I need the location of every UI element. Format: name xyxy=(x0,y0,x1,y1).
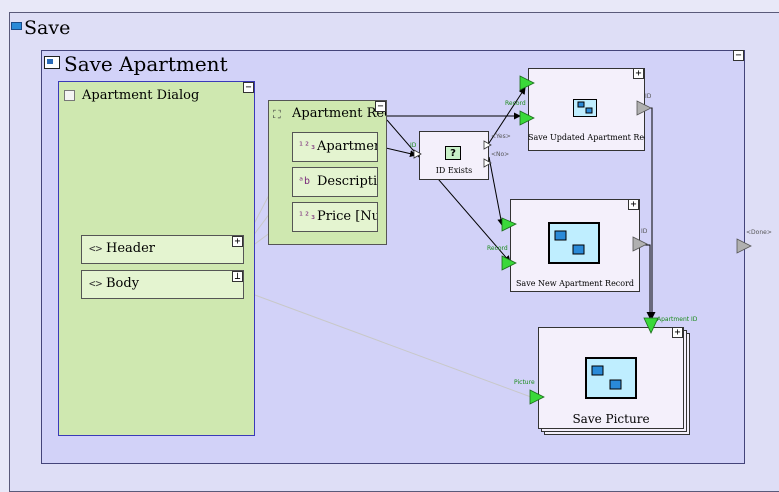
save-apartment-title: Save Apartment xyxy=(64,52,228,76)
decision-icon: ? xyxy=(445,146,461,160)
body-field[interactable]: <> Body xyxy=(81,270,244,299)
save-apartment-icon xyxy=(44,56,60,69)
dialog-icon xyxy=(64,90,75,101)
save-container-icon xyxy=(11,22,22,30)
wire-record-to-new xyxy=(386,119,511,263)
record-collapse-button[interactable]: − xyxy=(375,101,386,112)
done-port[interactable] xyxy=(736,238,752,254)
new-trigger-port[interactable] xyxy=(501,217,517,232)
no-out-port[interactable] xyxy=(483,158,492,168)
body-label: Body xyxy=(106,276,140,291)
save-updated-expand-button[interactable]: + xyxy=(633,68,644,79)
id-exists-label: ID Exists xyxy=(435,166,473,175)
apartment-id-in-port[interactable] xyxy=(643,317,659,334)
done-port-label: <Done> xyxy=(746,229,772,236)
id-exists-in-port-label: ID xyxy=(410,142,417,149)
id-exists-in-port[interactable] xyxy=(413,149,422,159)
update-record-port[interactable] xyxy=(519,110,535,126)
save-picture-in-port-label: Picture xyxy=(514,379,535,386)
record-field-price[interactable]: ¹²₃ Price [Number] xyxy=(292,202,378,232)
save-new-out-port-label: ID xyxy=(641,228,648,235)
update-trigger-port[interactable] xyxy=(519,75,535,91)
save-picture-label: Save Picture xyxy=(572,412,650,426)
save-updated-out-port-label: ID xyxy=(645,93,652,100)
header-expand-button[interactable]: + xyxy=(232,236,243,247)
yes-port-label: <Yes> xyxy=(491,133,511,140)
picture-in-port[interactable] xyxy=(529,389,545,405)
header-field[interactable]: <> Header xyxy=(81,235,244,264)
wire-yes-to-update xyxy=(488,87,526,144)
dialog-collapse-button[interactable]: − xyxy=(243,82,254,93)
code-icon: <> xyxy=(89,242,103,255)
save-new-label: Save New Apartment Record xyxy=(515,279,635,288)
body-expand-button[interactable]: ⊥ xyxy=(232,271,243,282)
update-id-out-port[interactable] xyxy=(636,100,652,116)
new-id-out-port[interactable] xyxy=(632,236,648,252)
save-updated-label: Save Updated Apartment Record xyxy=(528,133,645,142)
no-port-label: <No> xyxy=(491,151,510,158)
record-icon: ⛶ xyxy=(273,108,281,121)
apartment-dialog-title: Apartment Dialog xyxy=(82,88,200,103)
wire-no-to-new xyxy=(488,156,505,226)
save-updated-in-port-label: Record xyxy=(505,100,526,107)
code-icon: <> xyxy=(89,277,103,290)
apartment-id-port-label: Apartment ID xyxy=(657,316,698,323)
number-icon: ¹²₃ xyxy=(298,211,317,222)
apartment-record-title: Apartment Record xyxy=(292,106,386,121)
new-record-port[interactable] xyxy=(501,255,517,271)
wire-body-to-picture xyxy=(243,290,532,398)
subprocess-icon xyxy=(548,222,600,264)
field-label: Apartment ID [Number] xyxy=(317,139,377,154)
subprocess-icon xyxy=(585,357,637,399)
header-label: Header xyxy=(106,241,156,256)
record-field-description[interactable]: ᵃb Description [Text] xyxy=(292,167,378,197)
save-picture-expand-button[interactable]: + xyxy=(672,327,683,338)
field-label: Price [Number] xyxy=(317,209,377,224)
record-field-apartment-id[interactable]: ¹²₃ Apartment ID [Number] xyxy=(292,132,378,162)
save-container-title: Save xyxy=(24,17,71,39)
text-icon: ᵃb xyxy=(298,176,311,187)
number-icon: ¹²₃ xyxy=(298,141,317,152)
save-apartment-collapse-button[interactable]: − xyxy=(733,50,744,61)
field-label: Description [Text] xyxy=(317,174,378,189)
save-new-expand-button[interactable]: + xyxy=(628,199,639,210)
yes-out-port[interactable] xyxy=(483,140,492,150)
save-new-in-port-label: Record xyxy=(487,245,508,252)
